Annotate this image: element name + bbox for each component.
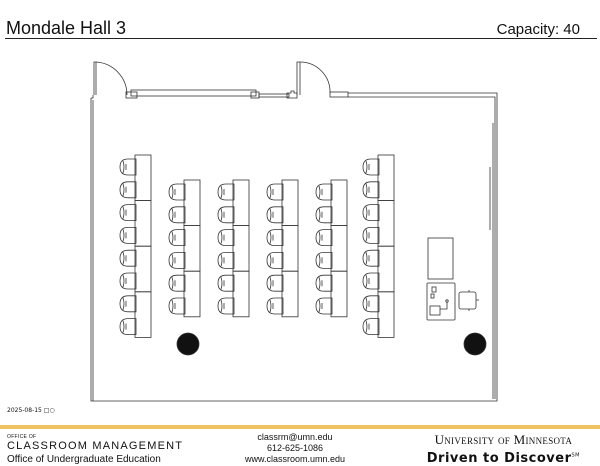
room-walls [90, 92, 498, 402]
chair [217, 274, 235, 292]
chair [315, 229, 333, 246]
chair [315, 274, 333, 292]
table [330, 179, 348, 226]
chair [315, 297, 333, 315]
chair [119, 227, 137, 244]
date-stamp: 2025-08-15 □○ [7, 407, 55, 414]
tagline: Driven to DiscoverSM [426, 451, 580, 466]
seat-column [315, 179, 348, 318]
table [377, 245, 395, 293]
chair [168, 206, 186, 224]
table [281, 225, 299, 272]
chair [266, 183, 284, 201]
table [377, 154, 395, 201]
chair [119, 249, 137, 267]
table [232, 225, 250, 272]
chair [168, 183, 186, 201]
table [330, 225, 348, 272]
floor-speaker-right [463, 332, 487, 356]
seat-column [217, 179, 250, 318]
table [134, 154, 152, 201]
table [377, 200, 395, 247]
table [134, 245, 152, 293]
seat-column [266, 179, 299, 318]
chair [362, 158, 380, 176]
chair [168, 229, 186, 246]
chair [168, 274, 186, 292]
header-divider [5, 38, 597, 39]
seating-area [119, 154, 395, 338]
chair [362, 227, 380, 244]
chair [266, 229, 284, 246]
table [134, 291, 152, 338]
table [232, 270, 250, 318]
chair [266, 252, 284, 269]
table [183, 225, 201, 272]
chair [119, 272, 137, 290]
chair [266, 297, 284, 315]
chair [315, 252, 333, 269]
university-name: University of Minnesota [434, 432, 573, 447]
chair [362, 295, 380, 313]
table [183, 270, 201, 318]
chair [217, 229, 235, 246]
projector-screen-cart [427, 237, 454, 280]
door-left [93, 61, 128, 96]
seat-column [168, 179, 201, 318]
contact-website[interactable]: www.classroom.umn.edu [244, 454, 346, 464]
room-title: Mondale Hall 3 [6, 18, 127, 38]
office-name: CLASSROOM MANAGEMENT [7, 440, 184, 452]
chair [217, 183, 235, 201]
instructor-station [426, 282, 456, 321]
table [281, 270, 299, 318]
chair [119, 295, 137, 313]
chair [168, 252, 186, 269]
table [183, 179, 201, 226]
contact-phone: 612-625-1086 [266, 443, 324, 453]
office-logo: OFFICE OF CLASSROOM MANAGEMENT Office of… [7, 434, 183, 465]
chair [266, 274, 284, 292]
office-of-label: OFFICE OF [7, 434, 37, 440]
chair [315, 183, 333, 201]
chair [362, 249, 380, 267]
chair [217, 252, 235, 269]
chair [266, 206, 284, 224]
chair [315, 206, 333, 224]
seat-column [362, 154, 395, 338]
chair [217, 206, 235, 224]
chair [217, 297, 235, 315]
door-right [296, 61, 349, 98]
table [281, 179, 299, 226]
chair [362, 272, 380, 290]
instructor-chair [458, 290, 479, 311]
chair [168, 297, 186, 315]
table [134, 200, 152, 247]
university-logo: University of Minnesota Driven to Discov… [427, 432, 580, 466]
table [232, 179, 250, 226]
chair [119, 204, 137, 221]
room-capacity: Capacity: 40 [496, 21, 580, 38]
chair [119, 181, 137, 199]
contact-email[interactable]: classrm@umn.edu [257, 432, 333, 442]
chair [362, 318, 380, 335]
chair [119, 158, 137, 176]
chair [362, 204, 380, 221]
contact-info: classrm@umn.edu 612-625-1086 www.classro… [230, 432, 360, 465]
seat-column [119, 154, 152, 338]
table [330, 270, 348, 318]
table [377, 291, 395, 338]
floor-speaker-left [176, 332, 200, 356]
window-wall [125, 89, 298, 99]
chair [119, 318, 137, 335]
department-name: Office of Undergraduate Education [7, 454, 161, 465]
chair [362, 181, 380, 199]
footer-accent-bar [0, 425, 600, 429]
